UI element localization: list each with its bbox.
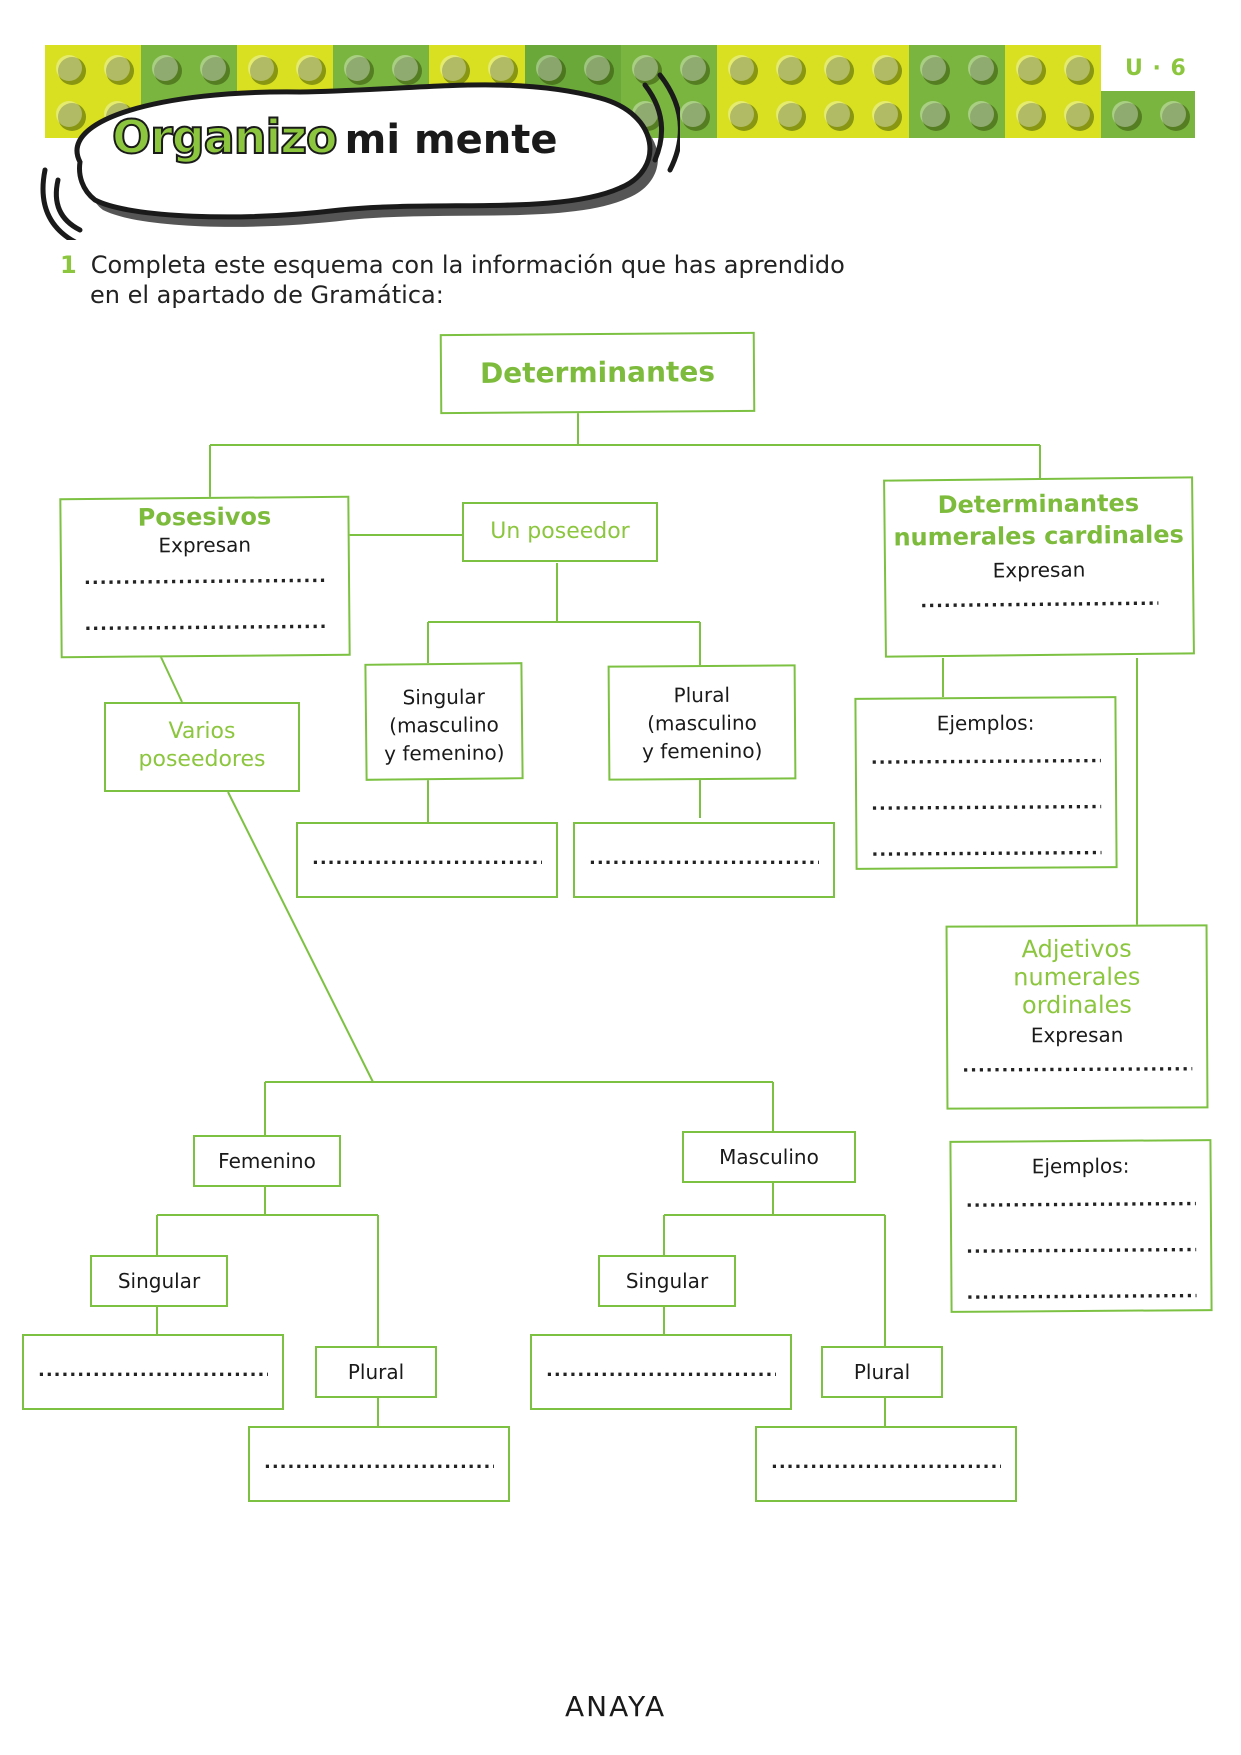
plural-mf-line2: (masculino bbox=[647, 710, 757, 736]
masc-singular-label: Singular bbox=[625, 1269, 709, 1293]
answer-plural-box[interactable]: ................................... bbox=[573, 822, 835, 898]
varios-poseedores-node: Varios poseedores bbox=[104, 702, 300, 792]
title-part1: Organizo bbox=[111, 109, 339, 165]
ejemplos-ordinales-node: Ejemplos: ..............................… bbox=[949, 1139, 1213, 1313]
fem-plural-answer-box[interactable]: ................................... bbox=[248, 1426, 510, 1502]
fem-plural-node: Plural bbox=[315, 1346, 437, 1398]
singular-mf-line2: (masculino bbox=[389, 712, 499, 738]
fem-singular-node: Singular bbox=[90, 1255, 228, 1307]
exercise-number: 1 bbox=[60, 251, 77, 279]
plural-mf-node: Plural (masculino y femenino) bbox=[607, 664, 797, 781]
un-poseedor-label: Un poseedor bbox=[490, 519, 630, 544]
masc-plural-label: Plural bbox=[853, 1360, 911, 1384]
fem-plural-blank[interactable]: ................................... bbox=[264, 1454, 494, 1472]
varios-line2: poseedores bbox=[138, 747, 266, 772]
ejemplos-ordinales-blank-3[interactable]: ................................... bbox=[966, 1283, 1197, 1303]
ejemplos-cardinales-blank-1[interactable]: ................................... bbox=[870, 748, 1101, 768]
masc-singular-node: Singular bbox=[598, 1255, 736, 1307]
plural-mf-line1: Plural bbox=[673, 682, 731, 708]
ordinales-line1: Adjetivos bbox=[1021, 934, 1132, 964]
un-poseedor-node: Un poseedor bbox=[462, 502, 658, 562]
ordinales-node: Adjetivos numerales ordinales Expresan .… bbox=[945, 924, 1209, 1110]
fem-plural-label: Plural bbox=[347, 1360, 405, 1384]
cardinales-node: Determinantes numerales cardinales Expre… bbox=[883, 476, 1195, 658]
title-bubble bbox=[40, 72, 680, 240]
ejemplos-cardinales-blank-3[interactable]: ................................... bbox=[871, 840, 1102, 860]
answer-plural-blank[interactable]: ................................... bbox=[589, 850, 819, 868]
title-part2: mi mente bbox=[344, 117, 558, 163]
singular-mf-line3: y femenino) bbox=[384, 740, 505, 766]
answer-singular-box[interactable]: ................................... bbox=[296, 822, 558, 898]
masc-plural-node: Plural bbox=[821, 1346, 943, 1398]
masc-plural-blank[interactable]: ................................... bbox=[771, 1454, 1001, 1472]
ejemplos-ordinales-blank-2[interactable]: ................................... bbox=[966, 1237, 1197, 1257]
ejemplos-cardinales-node: Ejemplos: ..............................… bbox=[854, 696, 1118, 870]
varios-line1: Varios bbox=[168, 719, 236, 744]
ordinales-line3: ordinales bbox=[1021, 990, 1132, 1020]
masc-plural-answer-box[interactable]: ................................... bbox=[755, 1426, 1017, 1502]
ordinales-subtitle: Expresan bbox=[1030, 1022, 1124, 1048]
fem-singular-blank[interactable]: ................................... bbox=[38, 1362, 268, 1380]
cardinales-title-line2: numerales cardinales bbox=[893, 520, 1185, 552]
masc-singular-answer-box[interactable]: ................................... bbox=[530, 1334, 792, 1410]
femenino-label: Femenino bbox=[218, 1149, 316, 1173]
cardinales-blank[interactable]: ................................... bbox=[920, 590, 1159, 612]
unit-label: U · 6 bbox=[1125, 56, 1187, 81]
answer-singular-blank[interactable]: ................................... bbox=[312, 850, 542, 868]
femenino-node: Femenino bbox=[193, 1135, 341, 1187]
masc-singular-blank[interactable]: ................................... bbox=[546, 1362, 776, 1380]
posesivos-node: Posesivos Expresan .....................… bbox=[59, 495, 351, 659]
ejemplos-cardinales-blank-2[interactable]: ................................... bbox=[871, 794, 1102, 814]
fem-singular-label: Singular bbox=[117, 1269, 201, 1293]
publisher-logo: ANAYA bbox=[565, 1690, 667, 1723]
masculino-node: Masculino bbox=[682, 1131, 856, 1183]
ejemplos-ordinales-blank-1[interactable]: ................................... bbox=[965, 1191, 1196, 1211]
cardinales-subtitle: Expresan bbox=[992, 557, 1086, 583]
root-label: Determinantes bbox=[479, 355, 716, 390]
posesivos-blank-1[interactable]: ................................... bbox=[83, 567, 327, 589]
singular-mf-line1: Singular bbox=[402, 684, 486, 710]
posesivos-title: Posesivos bbox=[137, 502, 272, 532]
ejemplos-cardinales-label: Ejemplos: bbox=[936, 710, 1035, 736]
ejemplos-ordinales-label: Ejemplos: bbox=[1031, 1153, 1130, 1179]
ordinales-line2: numerales bbox=[1013, 962, 1141, 992]
singular-mf-node: Singular (masculino y femenino) bbox=[364, 662, 524, 781]
root-node-determinantes: Determinantes bbox=[439, 331, 756, 415]
posesivos-blank-2[interactable]: ................................... bbox=[84, 613, 327, 635]
cardinales-title-line1: Determinantes bbox=[937, 488, 1140, 520]
ordinales-blank[interactable]: ................................... bbox=[962, 1056, 1193, 1076]
masculino-label: Masculino bbox=[719, 1145, 819, 1169]
instruction-line2: en el apartado de Gramática: bbox=[90, 281, 444, 309]
plural-mf-line3: y femenino) bbox=[641, 738, 763, 764]
fem-singular-answer-box[interactable]: ................................... bbox=[22, 1334, 284, 1410]
exercise-instruction: 1 Completa este esquema con la informació… bbox=[60, 250, 960, 310]
instruction-line1: Completa este esquema con la información… bbox=[90, 251, 845, 279]
posesivos-subtitle: Expresan bbox=[158, 532, 252, 558]
